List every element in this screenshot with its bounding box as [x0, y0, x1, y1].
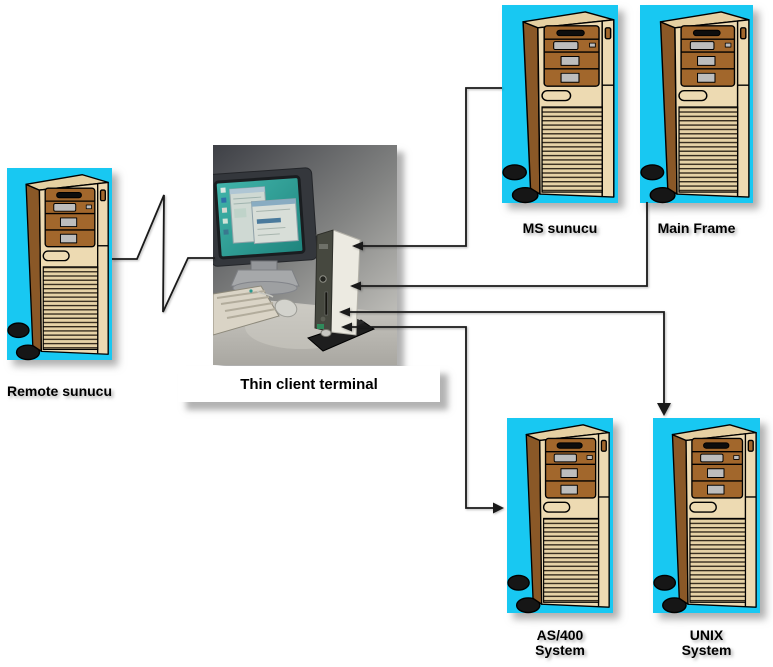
- connection-remote-zigzag: [112, 194, 215, 313]
- unix-label-line2: System: [681, 642, 732, 658]
- node-ms-server: [501, 4, 619, 204]
- node-label-thin-client: Thin client terminal: [240, 375, 378, 393]
- thin-client-label-bar: Thin client terminal: [178, 366, 440, 402]
- node-label-as400-server: AS/400 System: [507, 628, 613, 658]
- as400-label-line1: AS/400: [536, 627, 584, 643]
- node-label-ms-server: MS sunucu: [522, 220, 598, 236]
- thin-client-photo: [213, 145, 397, 365]
- node-label-mainframe-server: Main Frame: [657, 220, 736, 236]
- server-tower-icon: [506, 417, 614, 614]
- node-unix-server: [652, 417, 761, 614]
- node-as400-server: [506, 417, 614, 614]
- node-label-remote-server: Remote sunucu: [7, 383, 113, 399]
- arrowhead-unix: [657, 403, 671, 416]
- arrowhead-as400: [493, 502, 504, 514]
- mouse-icon: [256, 290, 298, 318]
- as400-label-line2: System: [535, 642, 585, 658]
- node-label-unix-server: UNIX System: [653, 628, 760, 658]
- unix-label-line1: UNIX: [689, 627, 724, 643]
- server-tower-icon: [652, 417, 761, 614]
- node-remote-server: [6, 167, 113, 361]
- node-mainframe-server: [639, 4, 754, 204]
- server-tower-icon: [501, 4, 619, 204]
- server-tower-icon: [6, 167, 113, 361]
- server-tower-icon: [639, 4, 754, 204]
- thin-client-photo-icon: [213, 145, 397, 365]
- crt-monitor-icon: [213, 167, 318, 267]
- keyboard-icon: [213, 285, 280, 336]
